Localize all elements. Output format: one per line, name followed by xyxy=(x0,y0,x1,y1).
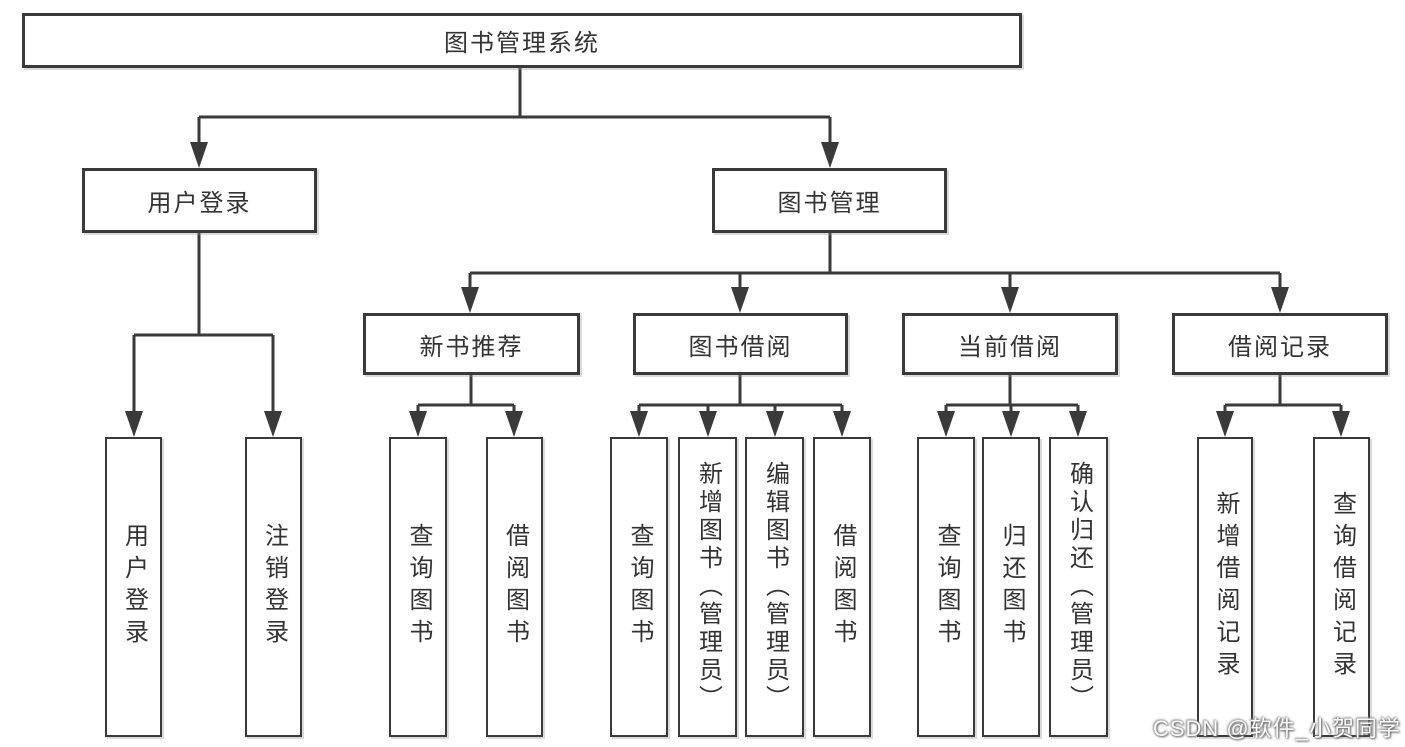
leaf-box-confirm-return-admin: 确认归还（管理员） xyxy=(1049,437,1108,737)
module-box-current-borrow: 当前借阅 xyxy=(902,313,1118,375)
module-box-book-borrow: 图书借阅 xyxy=(633,313,848,375)
leaf-box-query-books-2: 查询图书 xyxy=(610,437,668,737)
leaf-box-return-books: 归还图书 xyxy=(982,437,1040,737)
leaf-box-logout: 注销登录 xyxy=(245,437,302,737)
module-box-new-book-recommend: 新书推荐 xyxy=(363,313,580,375)
branch-box-book-management: 图书管理 xyxy=(712,168,947,233)
leaf-box-query-borrow-record: 查询借阅记录 xyxy=(1313,437,1370,737)
root-box-system-title: 图书管理系统 xyxy=(22,13,1022,68)
leaf-box-edit-books-admin: 编辑图书（管理员） xyxy=(745,437,804,737)
leaf-box-borrow-books-2: 借阅图书 xyxy=(813,437,871,737)
module-box-borrow-records: 借阅记录 xyxy=(1172,313,1388,375)
leaf-box-borrow-books-1: 借阅图书 xyxy=(486,437,543,737)
leaf-box-add-borrow-record: 新增借阅记录 xyxy=(1197,437,1253,737)
leaf-box-query-books-3: 查询图书 xyxy=(917,437,975,737)
leaf-box-user-login: 用户登录 xyxy=(105,437,162,737)
csdn-watermark: CSDN @软件_小贺同学 xyxy=(1152,716,1401,741)
arrowheads xyxy=(125,142,1350,437)
leaf-box-query-books-1: 查询图书 xyxy=(389,437,447,737)
leaf-box-add-books-admin: 新增图书（管理员） xyxy=(678,437,737,737)
branch-box-user-login: 用户登录 xyxy=(82,168,317,233)
